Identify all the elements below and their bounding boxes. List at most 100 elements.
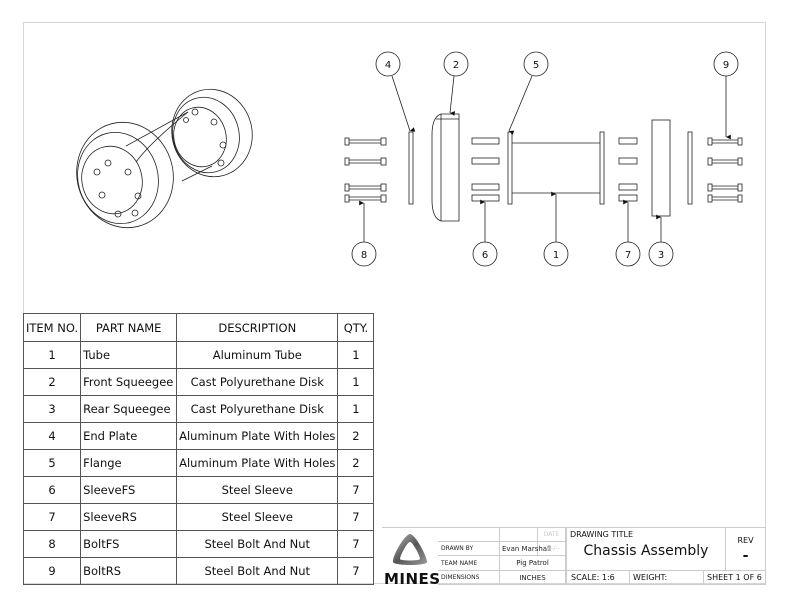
bom-row: 8 BoltFS Steel Bolt And Nut 7 xyxy=(22,530,375,558)
bom-part: Front Squeegee xyxy=(80,368,178,396)
logo-text: MINES xyxy=(384,570,441,588)
front-bolts xyxy=(344,137,387,203)
bom-description: Aluminum Plate With Holes xyxy=(176,449,339,477)
revision-area: REV - xyxy=(726,528,766,571)
drawing-title-label: DRAWING TITLE xyxy=(570,530,634,539)
balloon-2: 2 xyxy=(443,51,469,116)
svg-text:2: 2 xyxy=(453,60,459,71)
svg-text:1: 1 xyxy=(553,250,559,261)
svg-text:6: 6 xyxy=(482,250,488,261)
bom-qty: 7 xyxy=(337,557,375,585)
team-name-value: Pig Patrol xyxy=(500,556,566,571)
bom-item: 2 xyxy=(22,368,82,396)
bom-qty: 7 xyxy=(337,503,375,531)
front-sleeves xyxy=(471,137,500,202)
balloon-5: 5 xyxy=(508,51,549,136)
svg-text:8: 8 xyxy=(361,250,367,261)
bom-header-row: ITEM NO. PART NAME DESCRIPTION QTY. xyxy=(22,313,375,342)
exploded-view xyxy=(344,113,743,222)
balloon-4: 4 xyxy=(375,51,416,132)
bom-header-description: DESCRIPTION xyxy=(176,313,339,342)
bill-of-materials-table: ITEM NO. PART NAME DESCRIPTION QTY. 1 Tu… xyxy=(22,313,375,585)
bom-item: 9 xyxy=(22,557,82,585)
rear-disk-outer xyxy=(171,88,253,178)
bom-description: Cast Polyurethane Disk xyxy=(176,368,339,396)
bom-qty: 2 xyxy=(337,422,375,450)
scale-label: SCALE: 1:6 xyxy=(571,573,615,582)
mines-logo-icon xyxy=(392,534,427,565)
dimensions-value: INCHES xyxy=(500,571,566,585)
balloon-7: 7 xyxy=(615,199,641,267)
bom-item: 4 xyxy=(22,422,82,450)
bom-row: 6 SleeveFS Steel Sleeve 7 xyxy=(22,476,375,504)
front-bolt-heads xyxy=(93,159,142,218)
bom-description: Steel Bolt And Nut xyxy=(176,530,339,558)
svg-text:9: 9 xyxy=(723,60,729,71)
bom-qty: 1 xyxy=(337,395,375,423)
bom-item: 1 xyxy=(22,341,82,369)
rev-label: REV xyxy=(737,536,754,545)
isometric-view xyxy=(76,88,253,229)
bom-item: 3 xyxy=(22,395,82,423)
bom-row: 9 BoltRS Steel Bolt And Nut 7 xyxy=(22,557,375,585)
bom-item: 8 xyxy=(22,530,82,558)
drawn-by-value: Evan Marshall xyxy=(500,542,551,556)
rear-disk-rim xyxy=(172,96,240,174)
rear-end-plate xyxy=(687,131,693,205)
bom-item: 7 xyxy=(22,503,82,531)
scale-weight-sheet-row: SCALE: 1:6 WEIGHT: SHEET 1 OF 6 xyxy=(566,571,766,585)
front-flange-plate xyxy=(507,131,513,205)
bom-qty: 1 xyxy=(337,368,375,396)
svg-text:4: 4 xyxy=(385,60,391,71)
svg-text:5: 5 xyxy=(533,60,539,71)
bom-part: SleeveFS xyxy=(80,476,178,504)
rear-flange-plate xyxy=(599,131,605,205)
bom-description: Steel Sleeve xyxy=(176,476,339,504)
bom-row: 4 End Plate Aluminum Plate With Holes 2 xyxy=(22,422,375,450)
bom-part: SleeveRS xyxy=(80,503,178,531)
bom-qty: 2 xyxy=(337,449,375,477)
balloon-3: 3 xyxy=(648,214,674,267)
bom-part: Tube xyxy=(80,341,178,369)
bom-part: BoltRS xyxy=(80,557,178,585)
svg-text:7: 7 xyxy=(625,250,631,261)
bom-row: 2 Front Squeegee Cast Polyurethane Disk … xyxy=(22,368,375,396)
dimensions-label: DIMENSIONS xyxy=(438,571,500,585)
front-disk-outer xyxy=(76,121,174,229)
empty-cell xyxy=(438,528,500,542)
bom-row: 3 Rear Squeegee Cast Polyurethane Disk 1 xyxy=(22,395,375,423)
empty-cell xyxy=(500,528,538,542)
bom-item: 6 xyxy=(22,476,82,504)
bom-description: Aluminum Plate With Holes xyxy=(176,422,339,450)
bom-part: Flange xyxy=(80,449,178,477)
bom-qty: 7 xyxy=(337,476,375,504)
title-block-info-grid: DATE DRAWN BY Evan Marshall --/--/-- TEA… xyxy=(438,528,566,585)
mines-logo: MINES xyxy=(382,528,441,588)
bom-header-qty: QTY. xyxy=(337,313,375,342)
drawing-title-area: DRAWING TITLE Chassis Assembly xyxy=(566,528,726,571)
title-block: MINES DATE DRAWN BY Evan Marshall --/--/… xyxy=(382,527,766,588)
team-name-label: TEAM NAME xyxy=(438,556,500,571)
sheet-label: SHEET 1 OF 6 xyxy=(707,573,762,582)
bom-description: Steel Bolt And Nut xyxy=(176,557,339,585)
drawn-by-label: DRAWN BY xyxy=(438,542,500,556)
date-value: --/--/-- xyxy=(538,542,566,556)
divider xyxy=(629,571,630,585)
bom-row: 7 SleeveRS Steel Sleeve 7 xyxy=(22,503,375,531)
rear-sleeves xyxy=(618,137,638,202)
rear-bolt-heads xyxy=(183,108,227,167)
rear-flange xyxy=(173,106,227,168)
bom-description: Aluminum Tube xyxy=(176,341,339,369)
drawing-border xyxy=(23,22,766,584)
bom-qty: 1 xyxy=(337,341,375,369)
svg-text:3: 3 xyxy=(658,250,664,261)
bom-description: Cast Polyurethane Disk xyxy=(176,395,339,423)
balloon-9: 9 xyxy=(713,51,739,140)
balloon-8: 8 xyxy=(351,200,377,267)
date-label: DATE xyxy=(538,528,566,542)
bom-part: Rear Squeegee xyxy=(80,395,178,423)
weight-label: WEIGHT: xyxy=(633,573,668,582)
balloon-1: 1 xyxy=(543,191,569,267)
bom-row: 5 Flange Aluminum Plate With Holes 2 xyxy=(22,449,375,477)
